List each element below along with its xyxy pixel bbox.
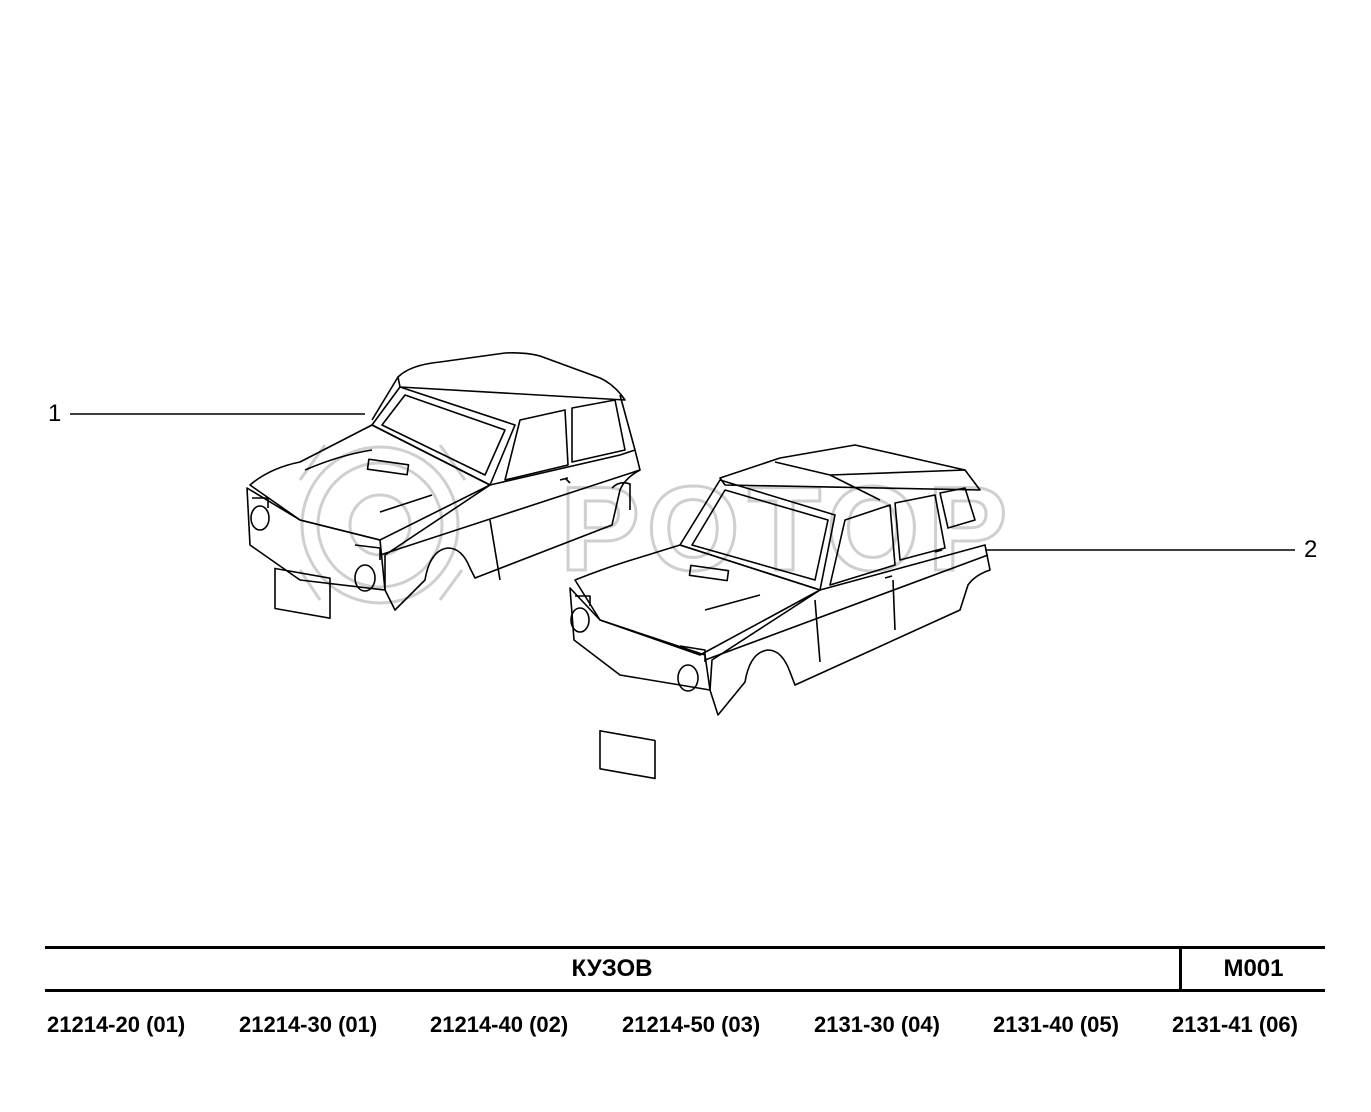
callout-1: 1 [48, 400, 62, 427]
watermark-logo [298, 444, 467, 605]
model-item: 21214-30 (01) [239, 1012, 378, 1037]
model-list: 21214-20 (01) 21214-30 (01) 21214-40 (02… [45, 1012, 1325, 1048]
parts-diagram: РОТОР [70, 352, 1295, 780]
model-item: 2131-30 (04) [814, 1012, 940, 1037]
title-block: КУЗОВ M001 [45, 946, 1325, 992]
callout-2: 2 [1304, 536, 1318, 563]
model-item: 21214-50 (03) [622, 1012, 761, 1037]
model-item: 21214-40 (02) [430, 1012, 569, 1037]
model-item: 2131-40 (05) [993, 1012, 1119, 1037]
model-item: 2131-41 (06) [1172, 1012, 1298, 1037]
section-title: КУЗОВ [571, 955, 653, 982]
body-5-door [569, 444, 991, 780]
model-item: 21214-20 (01) [47, 1012, 186, 1037]
section-code: M001 [1179, 949, 1325, 989]
watermark-text: РОТОР [560, 462, 1016, 596]
body-3-door [246, 352, 641, 620]
